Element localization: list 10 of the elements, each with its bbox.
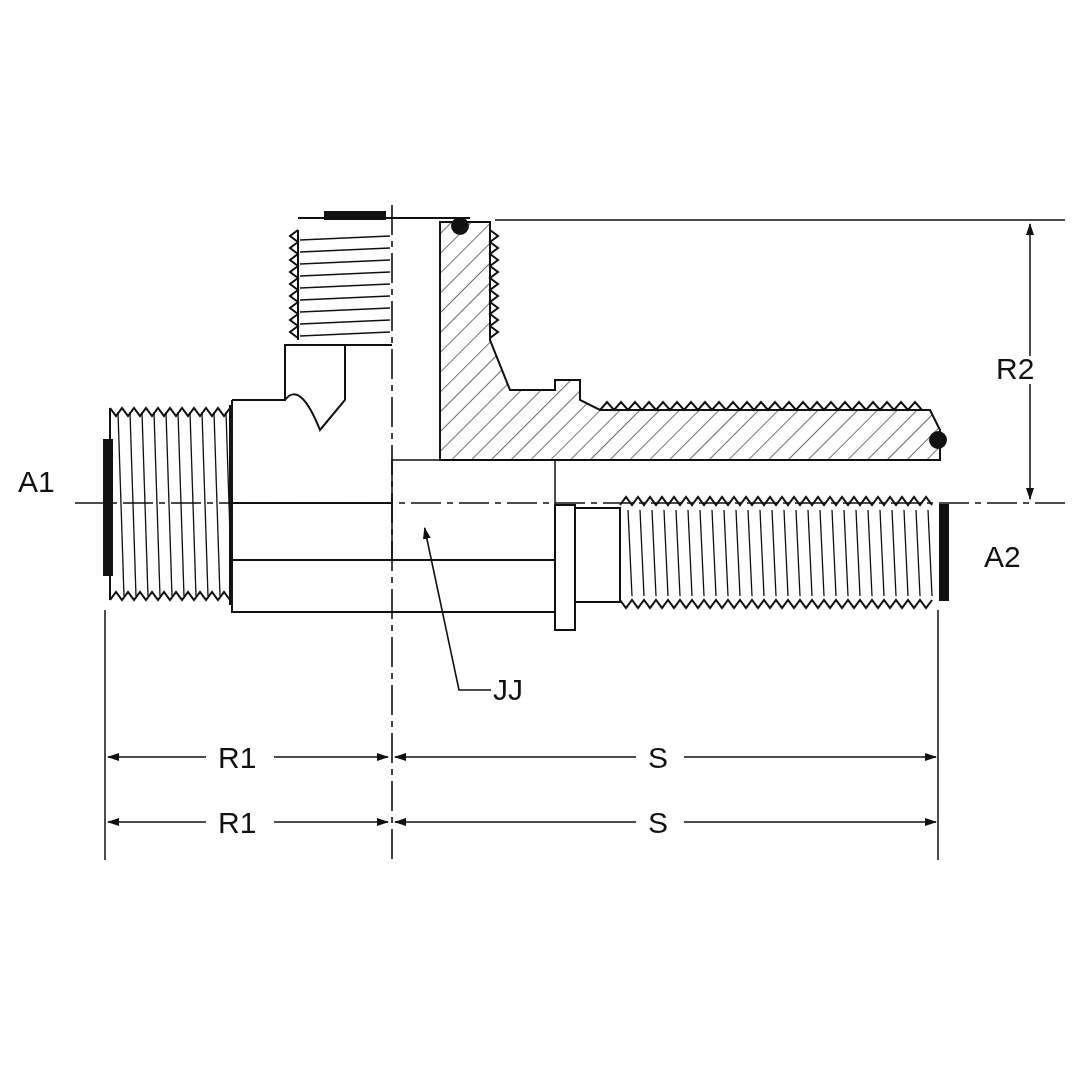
leader-line bbox=[422, 527, 492, 691]
dimension-label: S bbox=[648, 806, 668, 840]
axis-label: A2 bbox=[984, 540, 1021, 574]
axis-label: A1 bbox=[18, 465, 55, 499]
bore-passage bbox=[391, 459, 556, 561]
callout-label: JJ bbox=[493, 673, 523, 707]
dimension-label: R1 bbox=[218, 806, 257, 840]
dimension-label: R1 bbox=[218, 741, 257, 775]
dimension-label: R2 bbox=[996, 352, 1035, 386]
dimension-label: S bbox=[648, 741, 668, 775]
